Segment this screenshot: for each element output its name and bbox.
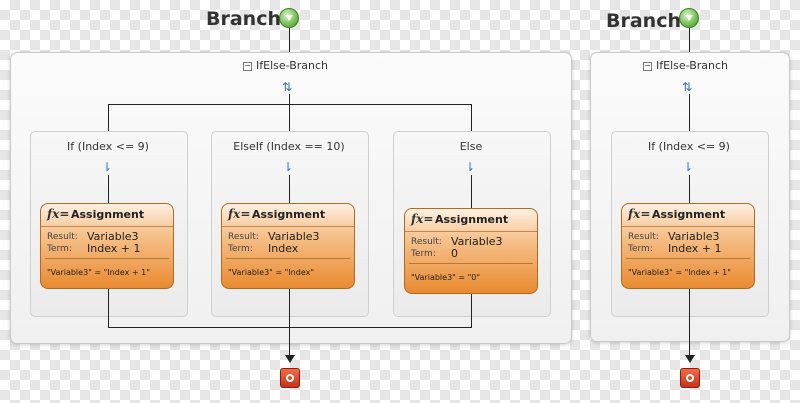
left-branch-2-flow-icon: ⇂ xyxy=(283,160,294,174)
left-branch-3-assignment[interactable]: fx= Assignment Result: Variable3 Term: 0… xyxy=(404,208,538,294)
left-start-icon[interactable] xyxy=(279,8,299,28)
assignment-header xyxy=(222,204,354,227)
left-split-drop-2 xyxy=(289,104,290,132)
left-end-connector xyxy=(289,327,290,357)
term-label: Term: xyxy=(47,244,72,254)
result-value: Variable3 xyxy=(268,230,320,243)
left-branch-3-out xyxy=(471,294,472,328)
left-sequence-label: IfElse-Branch xyxy=(256,59,328,72)
assignment-header xyxy=(622,204,754,227)
term-label: Term: xyxy=(228,244,253,254)
result-label: Result: xyxy=(628,232,659,242)
result-value: Variable3 xyxy=(668,230,720,243)
assignment-header xyxy=(405,209,537,232)
assignment-title: Assignment xyxy=(71,208,145,221)
left-split-icon: ⇅ xyxy=(282,80,293,94)
left-branch-1-link xyxy=(108,175,109,203)
collapse-icon[interactable]: − xyxy=(243,60,252,71)
fx-icon: fx= xyxy=(411,212,434,226)
right-split-icon: ⇅ xyxy=(682,80,693,94)
right-workflow-title: Branch xyxy=(606,10,681,32)
right-split-stem xyxy=(689,94,690,132)
assignment-expression: "Variable3" = "Index + 1" xyxy=(628,268,731,277)
result-label: Result: xyxy=(47,232,78,242)
assignment-expression: "Variable3" = "Index + 1" xyxy=(47,268,150,277)
assignment-divider xyxy=(409,263,533,264)
right-sequence-header[interactable]: −IfElse-Branch xyxy=(643,59,728,72)
left-join-bar xyxy=(108,327,472,328)
assignment-title: Assignment xyxy=(652,208,726,221)
left-branch-1-flow-icon: ⇂ xyxy=(102,160,113,174)
term-value: Index + 1 xyxy=(668,242,722,255)
term-label: Term: xyxy=(628,244,653,254)
right-branch-1-link xyxy=(689,175,690,203)
fx-icon: fx= xyxy=(47,207,70,221)
result-label: Result: xyxy=(411,237,442,247)
assignment-title: Assignment xyxy=(435,213,509,226)
assignment-expression: "Variable3" = "Index" xyxy=(228,268,315,277)
term-value: 0 xyxy=(451,247,458,260)
right-branch-1-flow-icon: ⇂ xyxy=(683,160,694,174)
right-end-connector xyxy=(689,289,690,357)
right-branch-1-condition: If (Index <= 9) xyxy=(648,140,730,153)
term-label: Term: xyxy=(411,249,436,259)
right-stop-icon[interactable] xyxy=(680,368,700,388)
left-branch-1-assignment[interactable]: fx= Assignment Result: Variable3 Term: I… xyxy=(40,203,174,289)
right-end-arrowhead xyxy=(685,355,695,363)
fx-icon: fx= xyxy=(228,207,251,221)
left-branch-2-condition: ElseIf (Index == 10) xyxy=(233,140,345,153)
right-start-connector xyxy=(689,28,690,52)
result-value: Variable3 xyxy=(451,235,503,248)
term-value: Index + 1 xyxy=(87,242,141,255)
assignment-expression: "Variable3" = "0" xyxy=(411,273,481,282)
left-branch-3-link xyxy=(471,175,472,208)
right-start-icon[interactable] xyxy=(679,8,699,28)
left-split-bar xyxy=(108,104,472,105)
assignment-title: Assignment xyxy=(252,208,326,221)
left-branch-1-condition: If (Index <= 9) xyxy=(67,140,149,153)
left-start-connector xyxy=(289,28,290,52)
right-branch-1-assignment[interactable]: fx= Assignment Result: Variable3 Term: I… xyxy=(621,203,755,289)
left-split-stem xyxy=(289,94,290,104)
left-stop-icon[interactable] xyxy=(280,368,300,388)
left-branch-2-link xyxy=(289,175,290,203)
assignment-divider xyxy=(626,258,750,259)
left-branch-3-condition: Else xyxy=(459,140,483,153)
assignment-divider xyxy=(45,258,169,259)
term-value: Index xyxy=(268,242,299,255)
fx-icon: fx= xyxy=(628,207,651,221)
right-sequence-label: IfElse-Branch xyxy=(656,59,728,72)
left-workflow-title: Branch xyxy=(206,8,281,30)
left-branch-3-flow-icon: ⇂ xyxy=(465,160,476,174)
left-end-arrowhead xyxy=(285,355,295,363)
assignment-header xyxy=(41,204,173,227)
assignment-divider xyxy=(226,258,350,259)
left-branch-1-out xyxy=(108,289,109,328)
left-branch-2-assignment[interactable]: fx= Assignment Result: Variable3 Term: I… xyxy=(221,203,355,289)
result-label: Result: xyxy=(228,232,259,242)
collapse-icon[interactable]: − xyxy=(643,60,652,71)
result-value: Variable3 xyxy=(87,230,139,243)
left-sequence-header[interactable]: −IfElse-Branch xyxy=(243,59,328,72)
left-split-drop-3 xyxy=(471,104,472,132)
left-branch-2-out xyxy=(289,289,290,328)
left-split-drop-1 xyxy=(108,104,109,132)
